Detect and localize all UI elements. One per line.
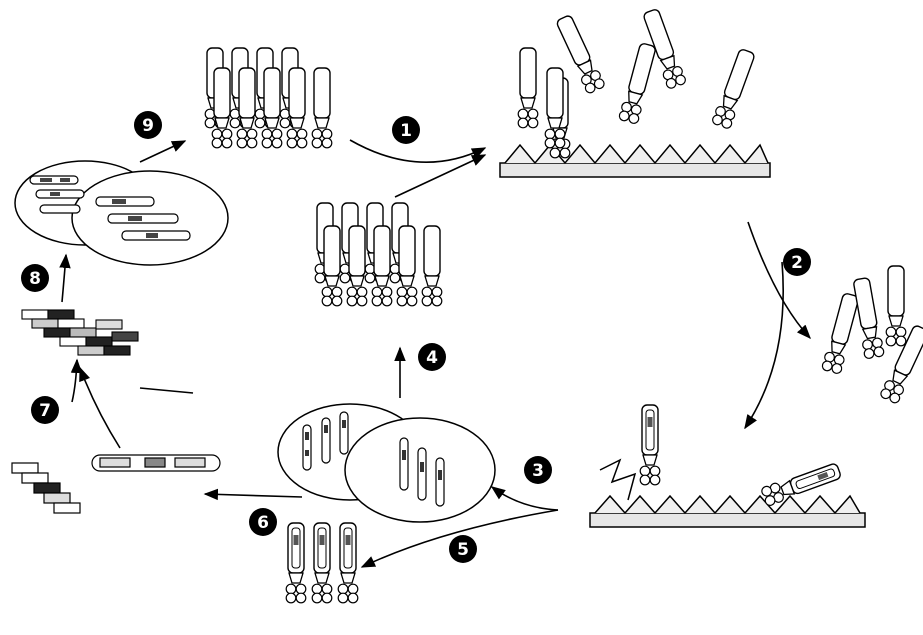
phage-library-top-5 xyxy=(212,68,232,148)
phage-amplified-18 xyxy=(422,226,442,306)
phage-panning-25 xyxy=(545,68,565,148)
step-badge-4: 4 xyxy=(418,343,446,371)
arrow-step-6 xyxy=(205,494,302,497)
phage-amplified-17 xyxy=(397,226,417,306)
phage-library-top-6 xyxy=(237,68,257,148)
phage-washed-27 xyxy=(851,277,884,359)
gene-fragments xyxy=(12,455,220,513)
svg-text:9: 9 xyxy=(142,116,154,136)
bacteria-pair-top-left xyxy=(15,161,228,265)
gene-library-stack xyxy=(22,310,138,355)
svg-text:4: 4 xyxy=(426,348,438,368)
phage-bound-upright xyxy=(640,405,660,485)
phage-washed-26 xyxy=(821,292,861,374)
phage-panning-24 xyxy=(711,48,757,130)
arrow-step-8 xyxy=(62,255,66,302)
step-badge-6: 6 xyxy=(249,508,277,536)
phage-library-top-7 xyxy=(262,68,282,148)
arrow-step-3 xyxy=(492,487,558,510)
arrow-step-7-right xyxy=(80,368,120,448)
phage-amplified-14 xyxy=(322,226,342,306)
step-badge-7: 7 xyxy=(31,396,59,424)
phage-amplified-15 xyxy=(347,226,367,306)
phage-amplified-16 xyxy=(372,226,392,306)
phage-bound-tilted xyxy=(761,461,843,507)
arrow-step-7-dash xyxy=(140,388,193,393)
phage-library-top-8 xyxy=(287,68,307,148)
phage-panning-19 xyxy=(518,48,538,128)
svg-text:2: 2 xyxy=(791,253,803,273)
step-badge-2: 2 xyxy=(783,248,811,276)
arrow-step-2-bottom xyxy=(745,262,783,428)
phage-panning-22 xyxy=(618,42,658,124)
phage-library-top-9 xyxy=(312,68,332,148)
svg-text:3: 3 xyxy=(532,461,544,481)
svg-text:8: 8 xyxy=(29,269,41,289)
svg-text:7: 7 xyxy=(39,401,51,421)
step-badge-8: 8 xyxy=(21,264,49,292)
bacteria-pair-center xyxy=(278,404,495,522)
svg-text:6: 6 xyxy=(257,513,269,533)
arrow-step-2-top xyxy=(748,222,810,338)
phage-washed-28 xyxy=(886,266,906,346)
arrow-step-7-left xyxy=(72,360,77,402)
step-badge-5: 5 xyxy=(449,535,477,563)
phage-eluted-31 xyxy=(312,523,332,603)
target-surface-top xyxy=(500,145,770,177)
arrow-step-1 xyxy=(350,140,485,162)
step-badge-3: 3 xyxy=(524,456,552,484)
phage-eluted-32 xyxy=(338,523,358,603)
svg-text:5: 5 xyxy=(457,540,469,560)
svg-text:1: 1 xyxy=(400,121,412,141)
step-badge-9: 9 xyxy=(134,111,162,139)
arrow-step-9 xyxy=(140,141,185,162)
phage-eluted-30 xyxy=(286,523,306,603)
elution-lightning-icon xyxy=(600,460,635,500)
step-badge-1: 1 xyxy=(392,116,420,144)
